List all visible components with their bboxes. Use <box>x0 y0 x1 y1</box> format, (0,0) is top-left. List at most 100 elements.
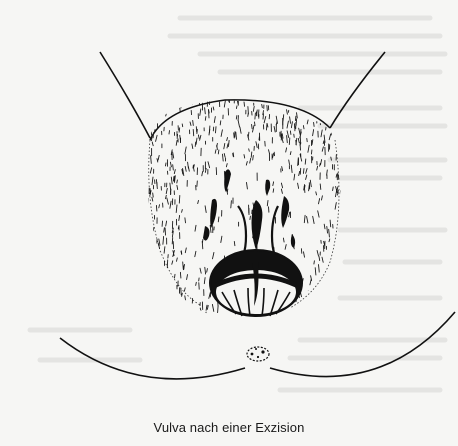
hair-stroke <box>153 132 154 138</box>
hair-stroke <box>153 193 154 197</box>
hair-stroke <box>332 290 333 294</box>
hair-stroke <box>313 216 314 223</box>
hair-stroke <box>250 158 251 163</box>
hair-stroke <box>322 196 323 200</box>
hair-stroke <box>213 253 214 259</box>
hair-stroke <box>173 152 174 158</box>
hair-stroke <box>299 305 300 309</box>
hair-stroke <box>308 145 309 152</box>
hair-stroke <box>204 278 205 284</box>
hair-stroke <box>162 269 163 276</box>
hair-stroke <box>179 300 180 307</box>
hair-stroke <box>183 262 184 270</box>
hair-stroke <box>185 166 186 171</box>
hair-stroke <box>174 170 175 174</box>
hair-stroke <box>172 292 173 297</box>
hair-stroke <box>205 267 206 274</box>
hair-stroke <box>269 150 270 154</box>
hair-stroke <box>152 286 153 290</box>
hair-stroke <box>315 305 316 309</box>
hair-stroke <box>294 174 295 180</box>
hair-stroke <box>224 143 225 148</box>
hair-stroke <box>226 164 227 167</box>
hair-stroke <box>195 142 196 146</box>
hair-stroke <box>200 308 201 313</box>
hair-stroke <box>220 121 221 125</box>
hair-stroke <box>151 132 152 136</box>
hair-stroke <box>152 274 153 278</box>
hair-stroke <box>332 287 333 292</box>
hair-stroke <box>325 310 326 313</box>
hair-stroke <box>172 238 173 244</box>
hair-stroke <box>320 184 321 189</box>
hair-stroke <box>276 121 277 125</box>
hair-stroke <box>330 93 331 101</box>
hair-stroke <box>251 152 252 157</box>
hair-stroke <box>305 159 306 164</box>
hair-stroke <box>166 110 168 116</box>
hair-stroke <box>227 138 228 141</box>
right-thigh-outline <box>330 52 385 128</box>
hair-stroke <box>276 99 277 102</box>
hair-stroke <box>150 267 151 273</box>
hair-stroke <box>326 95 327 100</box>
hair-stroke <box>248 107 249 114</box>
hair-stroke <box>281 189 282 193</box>
hair-stroke <box>166 221 167 226</box>
hair-stroke <box>296 95 297 101</box>
hair-stroke <box>233 154 234 157</box>
hair-stroke <box>152 267 153 273</box>
hair-stroke <box>155 285 157 292</box>
hair-stroke <box>179 216 180 221</box>
hair-stroke <box>150 266 151 270</box>
hair-stroke <box>234 241 235 245</box>
hair-stroke <box>148 115 149 120</box>
hair-stroke <box>179 196 180 204</box>
hair-stroke <box>250 216 251 219</box>
hair-stroke <box>176 306 177 309</box>
hair-stroke <box>173 97 174 103</box>
hair-stroke <box>159 284 160 290</box>
hair-stroke <box>303 126 304 129</box>
right-buttock-outline <box>270 312 455 377</box>
hair-stroke <box>274 127 275 133</box>
hair-stroke <box>170 162 171 167</box>
hair-stroke <box>240 127 241 133</box>
hair-stroke <box>331 304 332 308</box>
hair-stroke <box>342 163 343 170</box>
hair-stroke <box>286 107 287 114</box>
hair-stroke <box>273 182 274 186</box>
hair-stroke <box>158 295 159 302</box>
hair-stroke <box>221 130 222 137</box>
hair-stroke <box>273 153 274 157</box>
hair-stroke <box>176 140 177 145</box>
hair-stroke <box>202 241 203 248</box>
hair-stroke <box>149 232 150 236</box>
hair-stroke <box>218 217 219 222</box>
hair-stroke <box>223 154 224 161</box>
hair-stroke <box>164 247 165 254</box>
hair-stroke <box>236 132 237 139</box>
hair-stroke <box>312 140 313 145</box>
hair-stroke <box>247 183 248 189</box>
hair-stroke <box>295 116 296 120</box>
hair-stroke <box>177 180 178 183</box>
hair-stroke <box>317 166 318 170</box>
hair-stroke <box>255 113 256 119</box>
hair-stroke <box>200 109 201 116</box>
hair-stroke <box>188 162 189 168</box>
hair-stroke <box>320 115 321 118</box>
hair-stroke <box>151 256 152 261</box>
hair-stroke <box>246 162 247 166</box>
hair-stroke <box>338 222 339 227</box>
hair-stroke <box>236 106 237 109</box>
hair-stroke <box>158 155 159 160</box>
hair-stroke <box>336 249 337 254</box>
hair-stroke <box>338 191 339 196</box>
hair-stroke <box>311 309 312 314</box>
hair-stroke <box>150 262 151 269</box>
hair-stroke <box>298 158 299 166</box>
hair-stroke <box>202 172 203 176</box>
hair-stroke <box>210 293 211 297</box>
